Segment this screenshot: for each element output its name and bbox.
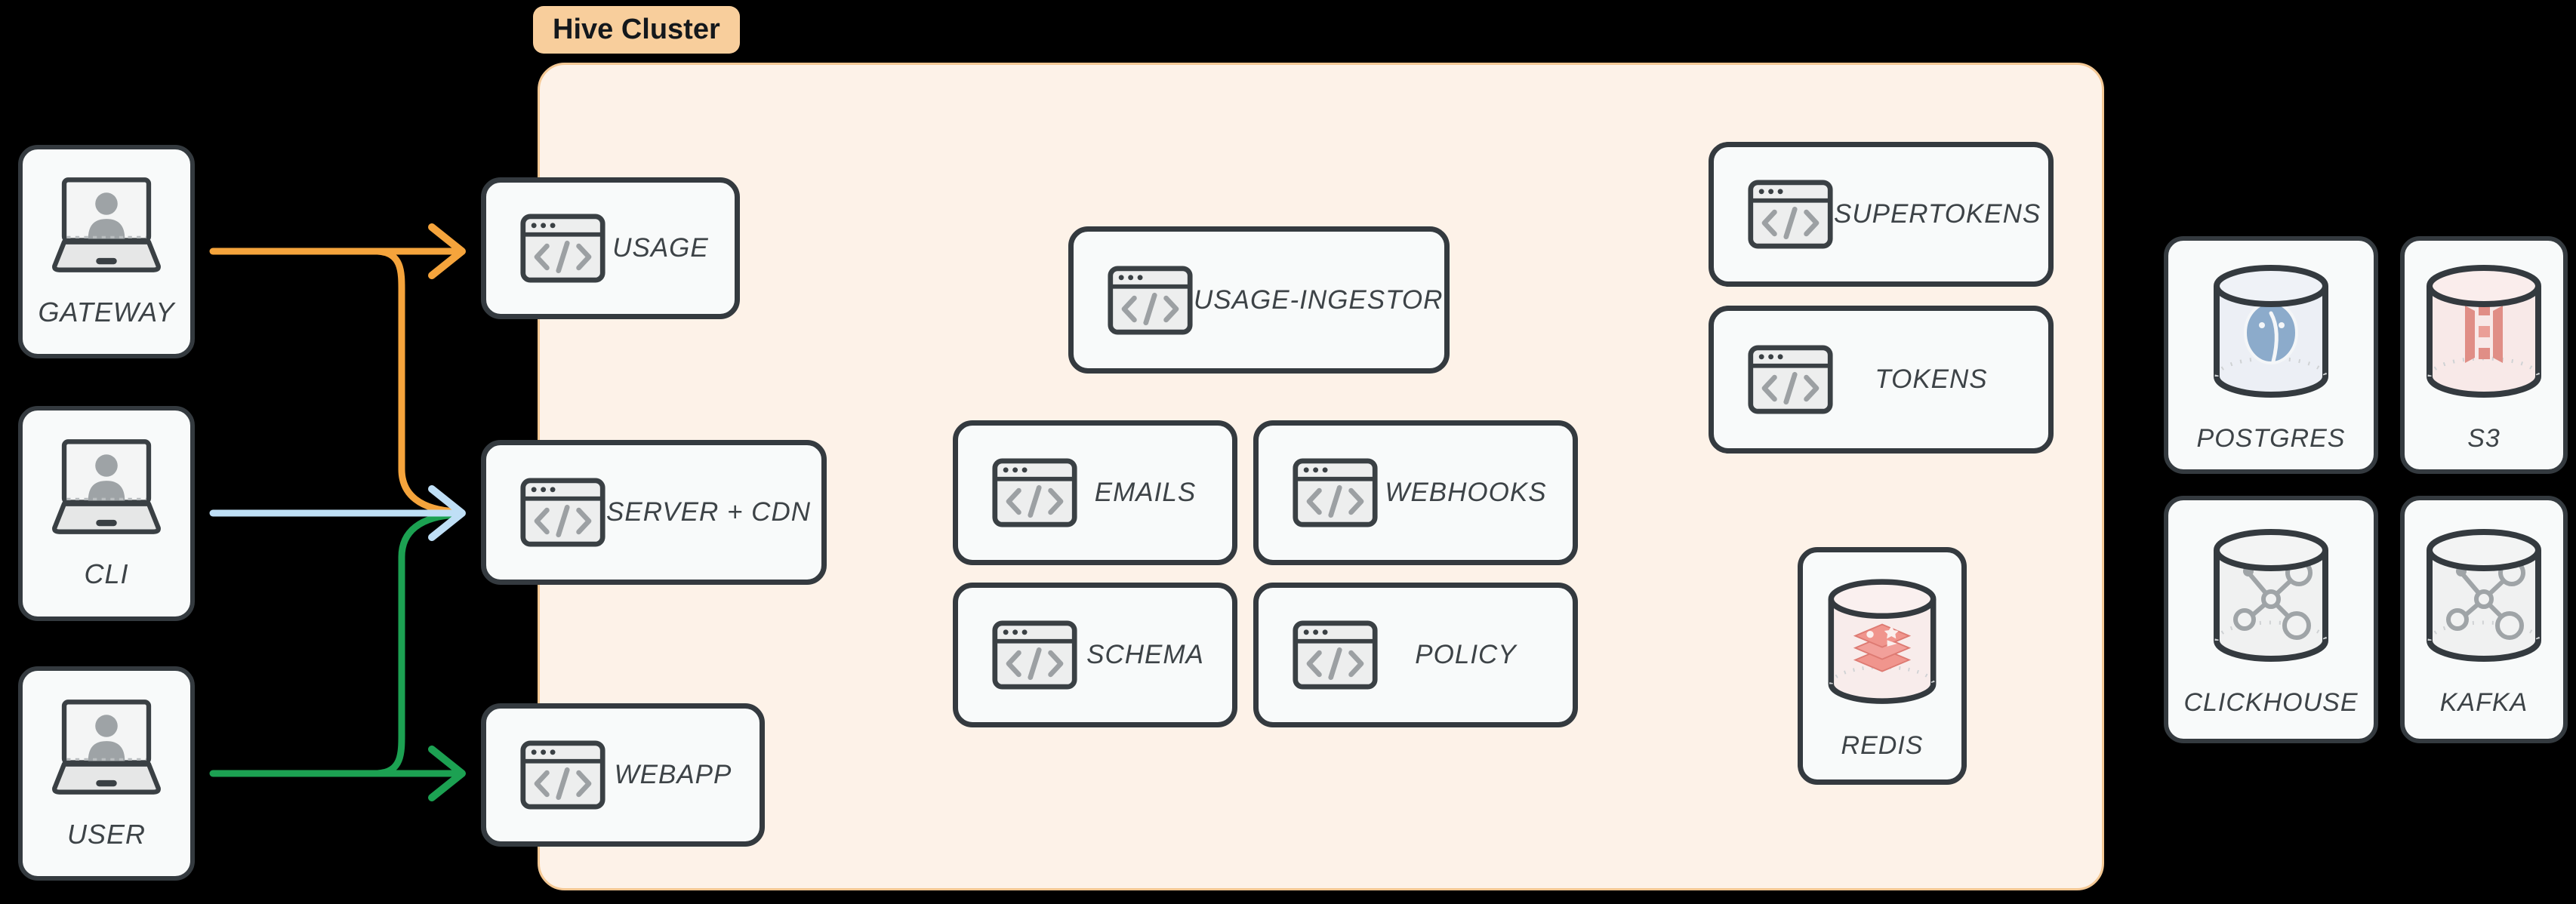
code-window-icon [1292,457,1379,528]
arrow-cli-server-cdn[interactable] [209,485,466,541]
node-label: POLICY [1415,640,1517,669]
node-label: USAGE [612,233,709,263]
kafka-database-icon [2420,521,2548,676]
node-s3[interactable]: S3 [2400,236,2568,474]
node-server-cdn[interactable]: SERVER + CDN [481,440,827,585]
node-postgres[interactable]: POSTGRES [2164,236,2378,474]
node-label: POSTGRES [2196,423,2346,453]
node-label: USER [66,818,146,850]
arrow-user-webapp[interactable] [209,746,466,801]
arrow-gateway-usage[interactable] [209,223,466,279]
node-label: CLICKHOUSE [2183,688,2359,717]
node-label: SCHEMA [1086,640,1204,669]
node-label: WEBHOOKS [1385,478,1547,507]
node-label: CLI [84,558,129,589]
node-redis[interactable]: REDIS [1798,547,1967,785]
node-webapp[interactable]: WEBAPP [481,703,765,847]
node-label: SERVER + CDN [606,497,812,527]
code-window-icon [1747,179,1834,250]
code-window-icon [991,620,1078,690]
node-clickhouse[interactable]: CLICKHOUSE [2164,496,2378,743]
node-cli[interactable]: CLI [18,406,195,621]
laptop-user-icon [39,437,174,540]
code-window-icon [991,457,1078,528]
node-label: S3 [2467,423,2501,453]
node-usage[interactable]: USAGE [481,177,740,319]
node-emails[interactable]: EMAILS [953,420,1237,565]
node-tokens[interactable]: TOKENS [1709,306,2054,454]
code-window-icon [519,213,606,284]
s3-database-icon [2420,257,2548,412]
code-window-icon [1747,344,1834,415]
node-label: EMAILS [1094,478,1197,507]
laptop-user-icon [39,175,174,278]
clickhouse-database-icon [2207,521,2335,676]
node-schema[interactable]: SCHEMA [953,583,1237,727]
code-window-icon [1107,265,1194,336]
node-policy[interactable]: POLICY [1253,583,1578,727]
node-label: TOKENS [1875,364,1988,394]
node-label: KAFKA [2439,688,2528,717]
hive-cluster-badge[interactable]: Hive Cluster [533,6,740,54]
node-usage-ingestor[interactable]: USAGE-INGESTOR [1068,226,1450,374]
node-user[interactable]: USER [18,666,195,881]
laptop-user-icon [39,697,174,801]
node-label: GATEWAY [38,297,175,327]
node-kafka[interactable]: KAFKA [2400,496,2568,743]
postgres-database-icon [2207,257,2335,412]
code-window-icon [519,477,606,548]
node-webhooks[interactable]: WEBHOOKS [1253,420,1578,565]
node-label: REDIS [1841,730,1924,760]
arrow-user-server-cdn[interactable] [374,511,461,777]
node-label: SUPERTOKENS [1834,199,2041,229]
code-window-icon [519,739,606,810]
arrow-gateway-server-cdn[interactable] [374,248,461,515]
node-label: USAGE-INGESTOR [1194,284,1444,315]
node-label: WEBAPP [614,760,732,789]
node-gateway[interactable]: GATEWAY [18,145,195,358]
redis-database-icon [1822,572,1943,718]
code-window-icon [1292,620,1379,690]
node-supertokens[interactable]: SUPERTOKENS [1709,142,2054,287]
